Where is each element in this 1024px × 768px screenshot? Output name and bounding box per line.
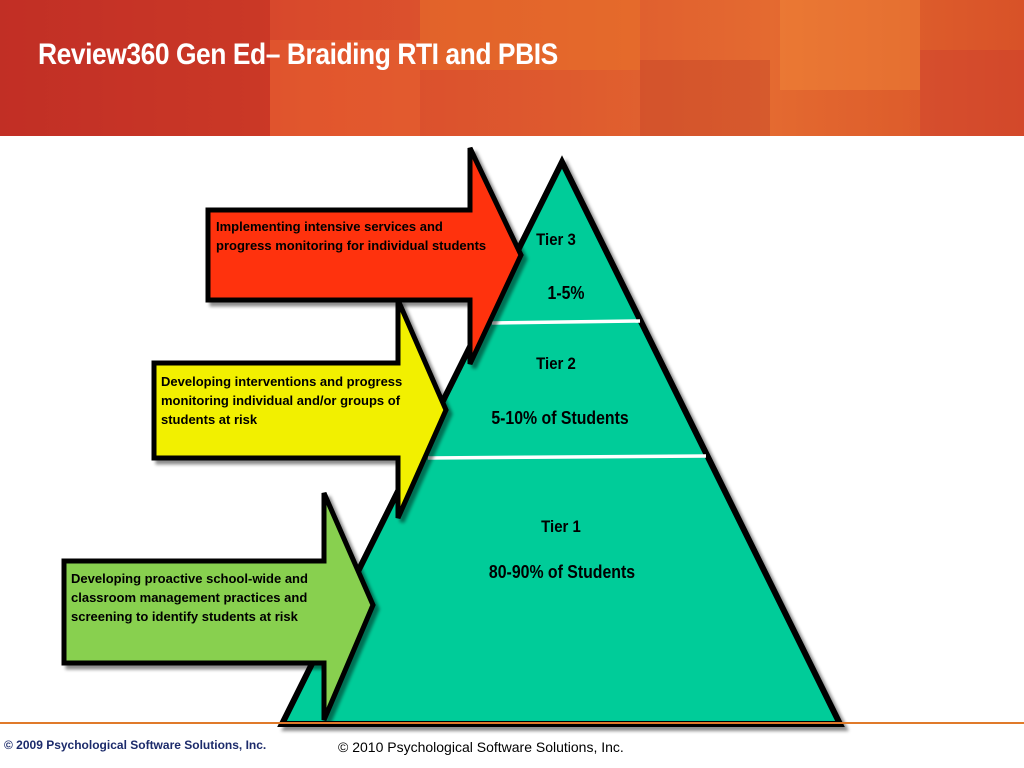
- footer-copyright-2010: © 2010 Psychological Software Solutions,…: [338, 739, 624, 755]
- tier2-name: Tier 2: [536, 354, 576, 373]
- footer-copyright-2009: © 2009 Psychological Software Solutions,…: [4, 738, 267, 752]
- tier3-arrow-label: Implementing intensive services and prog…: [216, 219, 487, 253]
- tier1-name: Tier 1: [541, 517, 581, 536]
- tier1-percent: 80-90% of Students: [488, 562, 636, 582]
- tier3-name: Tier 3: [536, 230, 576, 249]
- tier2-arrow-label: Developing interventions and progress mo…: [161, 374, 403, 427]
- tier3-arrow: [205, 146, 524, 366]
- page-title: Review360 Gen Ed– Braiding RTI and PBIS: [38, 38, 558, 71]
- footer-rule: [0, 722, 1024, 724]
- tier2-arrow: [151, 299, 449, 520]
- tier-divider-lower: [427, 454, 707, 460]
- tier3-percent: 1-5%: [547, 283, 585, 303]
- tier1-arrow: [61, 491, 376, 721]
- tier-divider-upper: [491, 319, 641, 325]
- title-banner: Review360 Gen Ed– Braiding RTI and PBIS: [0, 0, 1024, 136]
- tier1-arrow-label: Developing proactive school-wide and cla…: [71, 571, 308, 624]
- tier2-percent: 5-10% of Students: [491, 408, 629, 428]
